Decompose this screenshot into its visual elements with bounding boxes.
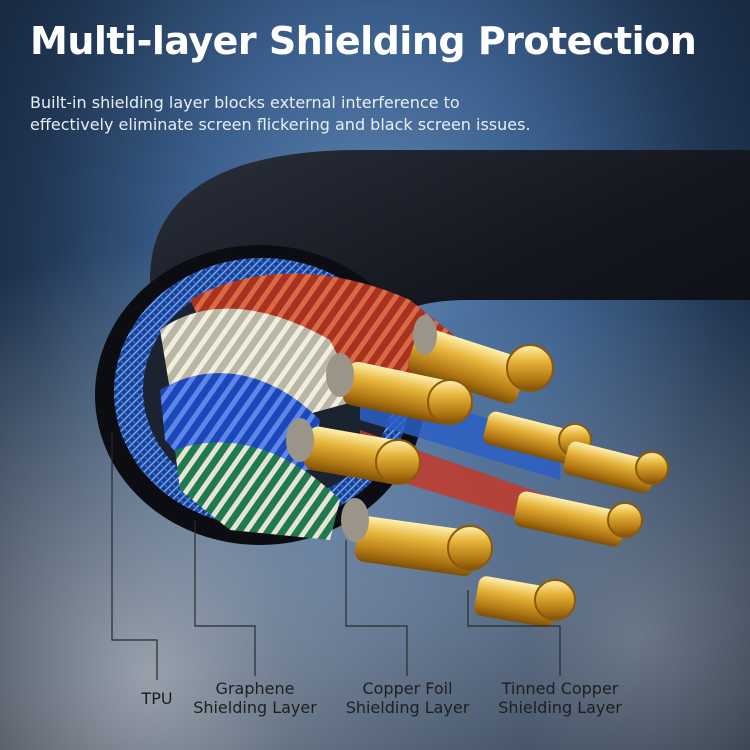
inner-wires (160, 273, 560, 540)
page-subtitle: Built-in shielding layer blocks external… (30, 92, 550, 136)
callout-label-graphene: Graphene Shielding Layer (180, 679, 330, 717)
callout-label-copper-foil-line2: Shielding Layer (345, 698, 470, 717)
callout-label-graphene-line1: Graphene (215, 679, 295, 698)
callout-label-tinned-copper: Tinned Copper Shielding Layer (485, 679, 635, 717)
callout-line-graphene (194, 520, 256, 676)
callout-line-tinned-copper (467, 590, 561, 676)
callout-label-tpu-line1: TPU (141, 689, 173, 708)
subtitle-line-1: Built-in shielding layer blocks external… (30, 93, 460, 112)
callout-label-tpu: TPU (130, 689, 184, 708)
subtitle-line-2: effectively eliminate screen flickering … (30, 115, 531, 134)
callout-label-graphene-line2: Shielding Layer (193, 698, 317, 717)
callout-line-copper-foil (345, 540, 408, 676)
callout-lines (111, 432, 561, 680)
callout-label-copper-foil-line1: Copper Foil (362, 679, 453, 698)
callout-label-tinned-copper-line2: Shielding Layer (498, 698, 622, 717)
page-title: Multi-layer Shielding Protection (30, 19, 697, 63)
callout-line-tpu (111, 432, 158, 680)
callout-label-copper-foil: Copper Foil Shielding Layer (330, 679, 485, 717)
gold-pins (286, 315, 669, 628)
callout-label-tinned-copper-line1: Tinned Copper (501, 679, 619, 698)
